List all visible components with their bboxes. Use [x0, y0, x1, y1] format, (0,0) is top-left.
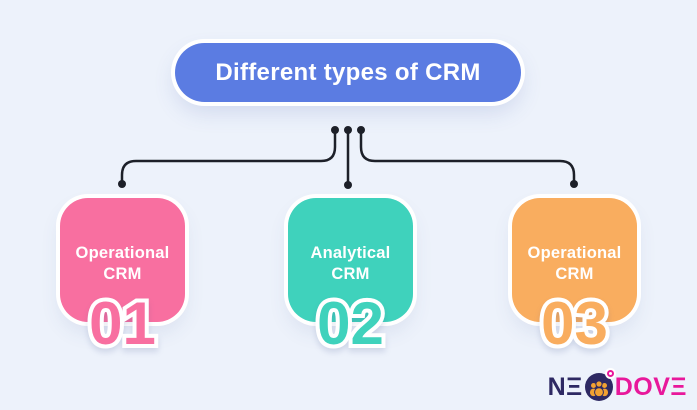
crm-box-analytical: Analytical CRM 02 02 — [288, 198, 413, 358]
box-label-line1: Analytical — [310, 244, 391, 262]
logo-text-ne: NΞ — [547, 372, 583, 401]
box-label: Analytical CRM — [288, 198, 413, 322]
box-label-line2: CRM — [103, 265, 142, 283]
neodove-logo: NΞ DOVΞ — [547, 368, 687, 402]
people-icon — [584, 373, 613, 401]
box-number-value: 01 — [89, 290, 156, 357]
box-number: 03 03 — [537, 290, 612, 358]
box-label-line2: CRM — [555, 265, 594, 283]
box-label-line1: Operational — [527, 244, 622, 262]
box-number: 01 01 — [85, 290, 160, 358]
box-label: Operational CRM — [512, 198, 637, 322]
connector-right — [359, 128, 576, 185]
neodove-people-icon — [584, 368, 616, 402]
box-number-value: 02 — [317, 290, 384, 357]
box-number-outline: 02 — [313, 290, 388, 358]
title-pill: Different types of CRM — [175, 43, 521, 102]
box-number-outline: 01 — [85, 290, 160, 358]
crm-box-operational-1: Operational CRM 01 01 — [60, 198, 185, 358]
box-number: 02 02 — [313, 290, 388, 358]
box-number-value: 03 — [541, 290, 608, 357]
page-title: Different types of CRM — [215, 58, 481, 86]
box-label-line1: Operational — [75, 244, 170, 262]
box-label-line2: CRM — [331, 265, 370, 283]
crm-box-operational-2: Operational CRM 03 03 — [512, 198, 637, 358]
logo-text-dove: DOVΞ — [614, 372, 687, 401]
box-label: Operational CRM — [60, 198, 185, 322]
connector-left — [120, 128, 337, 185]
logo-dove-badge-icon — [604, 368, 616, 379]
box-number-outline: 03 — [537, 290, 612, 358]
connector-dots — [118, 126, 578, 189]
